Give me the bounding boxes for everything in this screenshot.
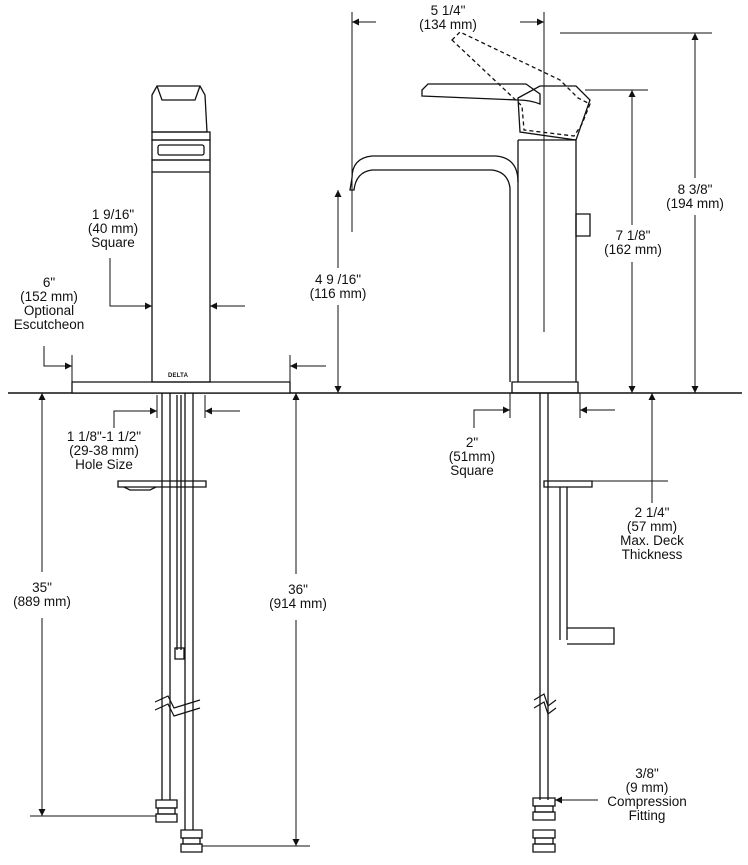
side-handle-lifted bbox=[452, 32, 590, 136]
dim-body-square-metric: (40 mm) bbox=[87, 221, 139, 236]
dim-width-top-imperial: 5 1/4" bbox=[430, 3, 466, 18]
dim-escutcheon-metric: (152 mm) bbox=[20, 289, 78, 304]
dim-deck-thickness-note1: Max. Deck bbox=[620, 533, 684, 548]
front-fitting-left bbox=[156, 800, 177, 822]
dim-escutcheon-note1: Optional bbox=[23, 303, 75, 318]
dim-deck-thickness: 2 1/4" (57 mm) Max. Deck Thickness bbox=[606, 506, 698, 562]
dim-overall-height-metric: (194 mm) bbox=[666, 196, 724, 211]
front-view bbox=[72, 86, 290, 852]
side-body bbox=[350, 156, 518, 382]
dim-compression-note1: Compression bbox=[607, 794, 687, 809]
dim-deck-thickness-note2: Thickness bbox=[621, 547, 683, 562]
dim-hole-size: 1 1/8"-1 1/2" (29-38 mm) Hole Size bbox=[56, 430, 152, 472]
brand-label: DELTA bbox=[168, 373, 189, 379]
dim-supply-35-metric: (889 mm) bbox=[13, 594, 71, 609]
dim-overall-height-imperial: 8 3/8" bbox=[677, 182, 713, 197]
dim-hole-size-metric: (29-38 mm) bbox=[69, 443, 139, 458]
front-body bbox=[152, 160, 210, 382]
dim-compression-metric: (9 mm) bbox=[625, 780, 669, 795]
dim-base-square-note: Square bbox=[450, 463, 494, 478]
dim-supply-35-imperial: 35" bbox=[32, 580, 52, 595]
dim-deck-thickness-imperial: 2 1/4" bbox=[634, 505, 670, 520]
dim-hole-size-note: Hole Size bbox=[75, 457, 133, 472]
side-handle bbox=[518, 86, 590, 140]
dim-overall-height: 8 3/8" (194 mm) bbox=[653, 183, 737, 211]
dim-body-square: 1 9/16" (40 mm) Square bbox=[80, 208, 146, 250]
dim-compression-imperial: 3/8" bbox=[635, 766, 659, 781]
dim-base-square: 2" (51mm) Square bbox=[440, 436, 504, 478]
dim-base-square-metric: (51mm) bbox=[448, 449, 496, 464]
dim-escutcheon: 6" (152 mm) Optional Escutcheon bbox=[4, 276, 94, 332]
dimension-lines bbox=[30, 12, 712, 846]
dim-body-square-note: Square bbox=[91, 235, 135, 250]
side-mounting-bracket bbox=[544, 481, 592, 487]
escutcheon-plate bbox=[72, 382, 290, 393]
side-fitting-lower bbox=[533, 830, 555, 852]
side-spout-top bbox=[422, 84, 540, 104]
dim-compression-fitting: 3/8" (9 mm) Compression Fitting bbox=[598, 767, 696, 823]
dim-hole-size-imperial: 1 1/8"-1 1/2" bbox=[66, 429, 142, 444]
dim-supply-36-metric: (914 mm) bbox=[269, 596, 327, 611]
front-handle bbox=[152, 86, 207, 132]
side-base bbox=[512, 382, 578, 393]
dim-width-top: 5 1/4" (134 mm) bbox=[376, 4, 520, 32]
dim-outlet-height-imperial: 4 9 /16" bbox=[314, 272, 362, 287]
dim-supply-36-imperial: 36" bbox=[288, 582, 308, 597]
dim-base-square-imperial: 2" bbox=[465, 435, 479, 450]
dim-body-square-imperial: 1 9/16" bbox=[91, 207, 135, 222]
dim-escutcheon-imperial: 6" bbox=[42, 275, 56, 290]
dim-outlet-height: 4 9 /16" (116 mm) bbox=[297, 273, 379, 301]
dim-supply-36: 36" (914 mm) bbox=[262, 583, 334, 611]
front-fitting-right bbox=[181, 830, 202, 852]
dim-compression-note2: Fitting bbox=[628, 808, 666, 823]
dim-width-top-metric: (134 mm) bbox=[419, 17, 477, 32]
front-mounting-bracket bbox=[118, 481, 206, 487]
dim-spout-height: 7 1/8" (162 mm) bbox=[594, 229, 672, 257]
dim-deck-thickness-metric: (57 mm) bbox=[626, 519, 678, 534]
dim-escutcheon-note2: Escutcheon bbox=[13, 317, 85, 332]
side-view bbox=[350, 32, 614, 852]
side-fitting-upper bbox=[533, 798, 555, 820]
dim-supply-35: 35" (889 mm) bbox=[6, 581, 78, 609]
dim-spout-height-imperial: 7 1/8" bbox=[615, 228, 651, 243]
dim-spout-height-metric: (162 mm) bbox=[604, 242, 662, 257]
dim-outlet-height-metric: (116 mm) bbox=[309, 286, 367, 301]
